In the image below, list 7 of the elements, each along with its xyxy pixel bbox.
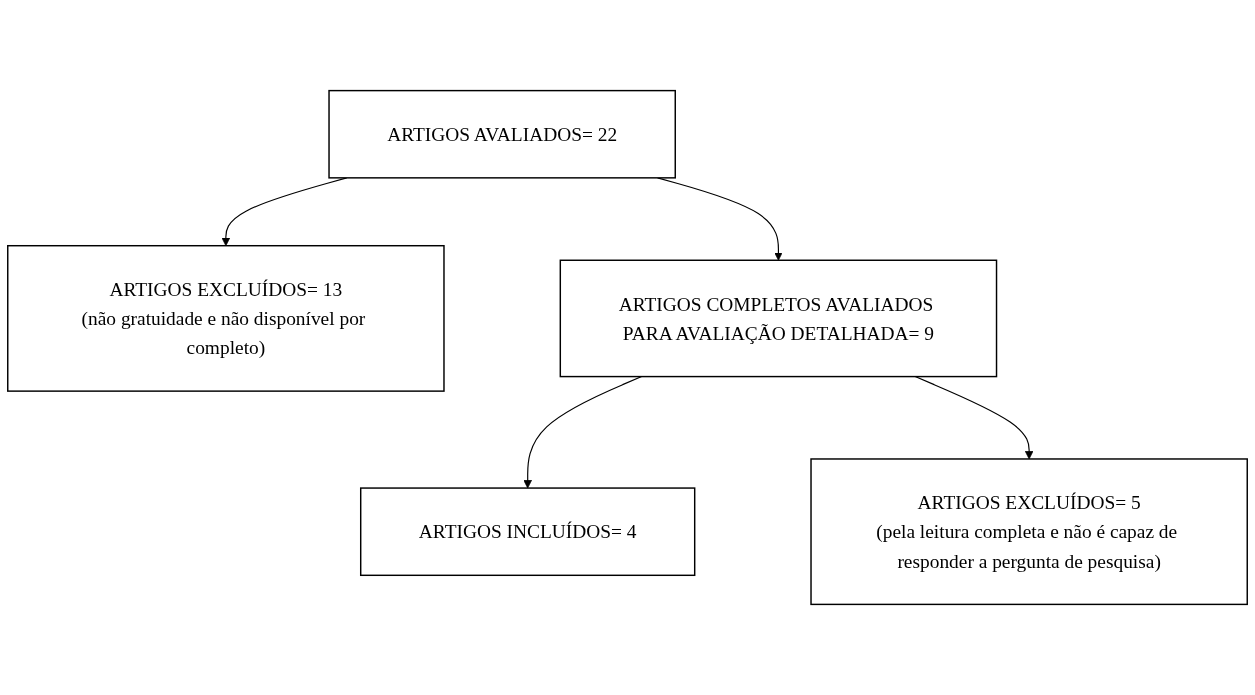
node-box: ARTIGOS EXCLUÍDOS= 13 (não gratuidade e não disponível por completo) [7,245,445,392]
arrow [914,376,1034,460]
node-box: ARTIGOS COMPLETOS AVALIADOS PARA AVALIAÇÃO DETALHADA= 9 [559,259,998,378]
node-box: ARTIGOS EXCLUÍDOS= 5 (pela leitura completa e não é capaz de responder a pergunta de pesquisa) [810,458,1248,606]
arrow [523,376,643,489]
node-box: ARTIGOS INCLUÍDOS= 4 [360,487,696,577]
node-box: ARTIGOS AVALIADOS= 22 [328,89,676,179]
